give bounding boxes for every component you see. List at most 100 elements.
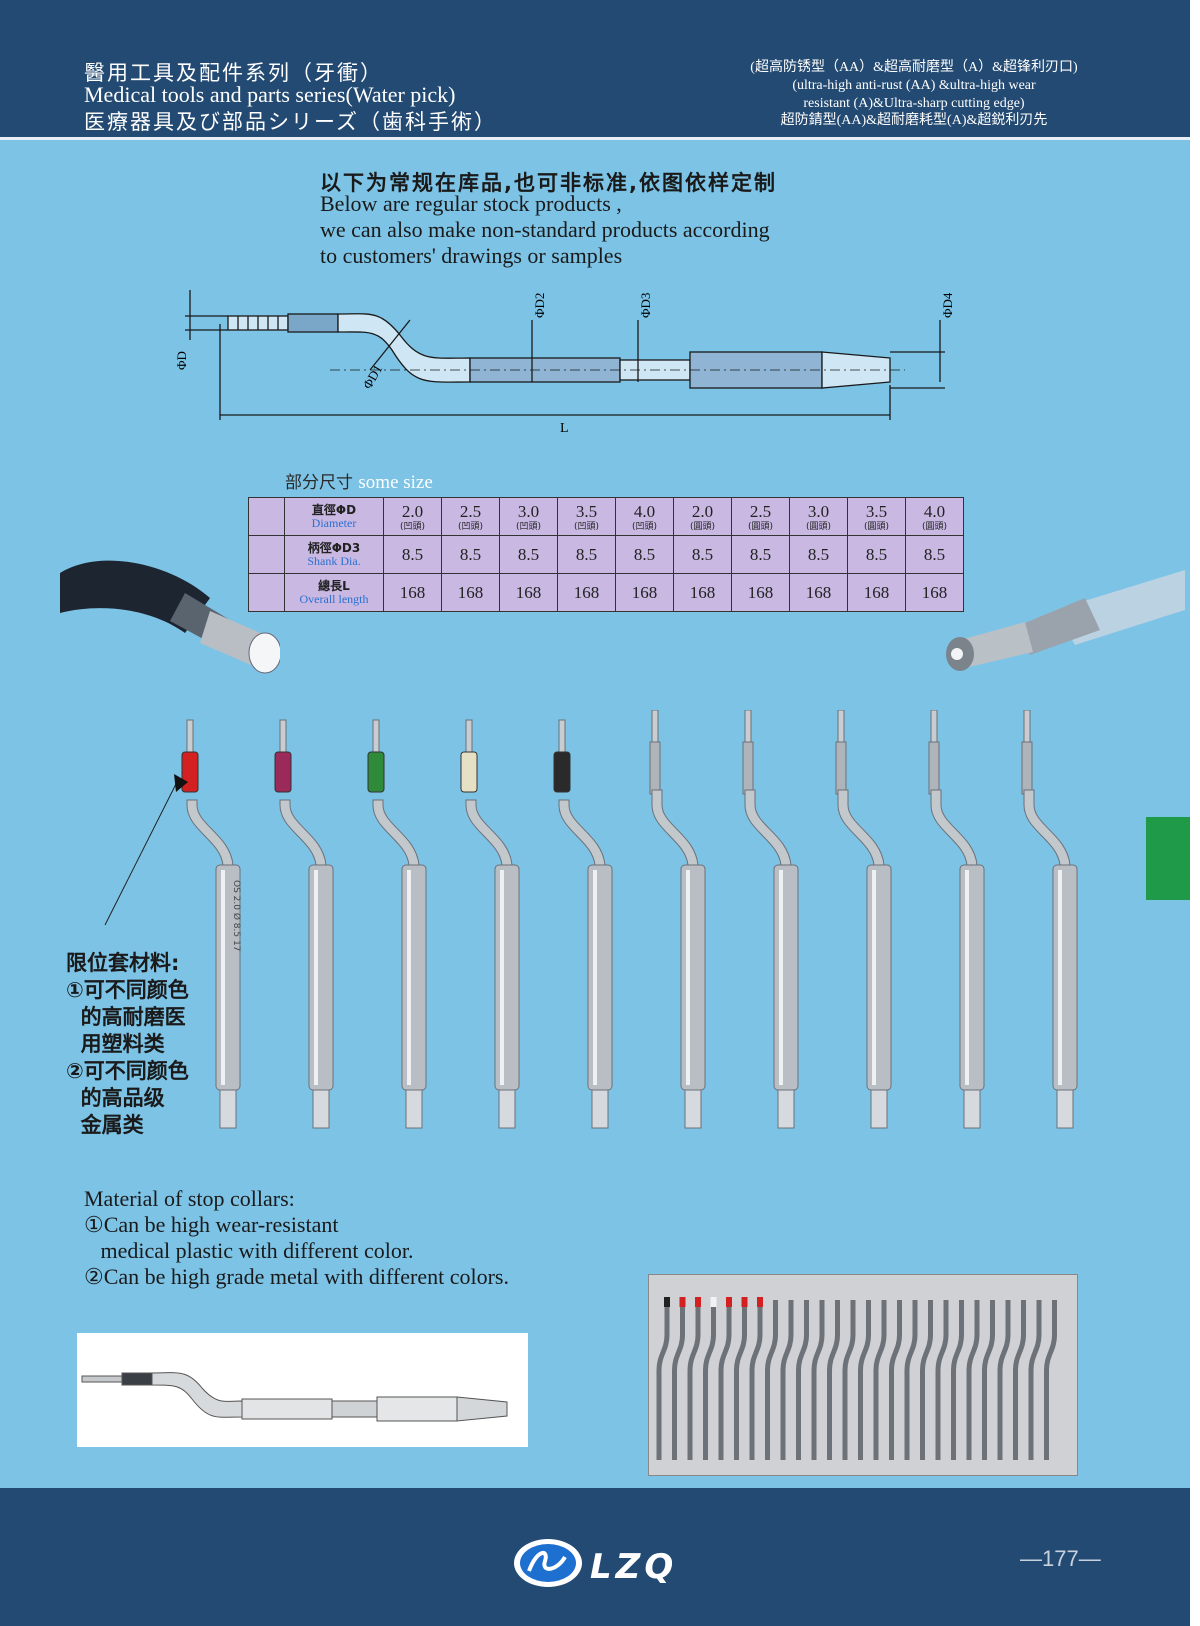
instrument-end [591,1089,609,1129]
instrument-neck [742,741,754,795]
cell-value: 168 [399,582,426,602]
drawing-label-d1: ΦD1 [360,362,386,391]
tip-closeup-concave [60,560,280,674]
instrument-handle [494,864,520,1091]
size-table-cell: 2.0(圓頭) [673,497,732,536]
tray-instrument [811,1300,825,1460]
row-label-zh: 直徑ΦD [311,502,357,517]
grade-line-4: 超防錆型(AA)&超耐磨耗型(A)&超鋭利刃先 [780,113,1048,128]
size-table-cell: 3.5(凹頭) [557,497,616,536]
intro-english-line-2: we can also make non-standard products a… [320,217,770,242]
row-label-zh: 總長L [318,578,350,593]
size-table-cell: 8.5 [789,535,848,574]
instrument-handle [959,864,985,1091]
tray-stop-collar [741,1297,748,1307]
size-table-cell: 8.5 [905,535,964,574]
cell-value: 8.5 [401,544,424,564]
instrument-shank-bend [651,789,699,866]
cell-value: 3.0 [807,501,830,521]
page-margin [1190,0,1200,1626]
instrument-neck [649,741,661,795]
size-table-cell: 8.5 [557,535,616,574]
title-english: Medical tools and parts series(Water pic… [84,82,456,107]
callout-line [104,774,188,926]
cell-tip-type: (圓頭) [689,521,716,532]
tray-instrument [858,1300,871,1460]
cell-value: 168 [805,582,832,602]
product-render-panel [77,1333,528,1447]
grade-line-1: (超高防锈型（AA）&超高耐磨型（A）&超锋利刃口) [750,60,1078,75]
size-table-cell: 8.5 [499,535,558,574]
size-table-cell: 2.5(凹頭) [441,497,500,536]
instrument-shank-bend [744,789,792,866]
cell-value: 2.0 [691,501,714,521]
size-table-cell: 168 [441,573,500,612]
intro-chinese: 以下为常规在库品,也可非标准,依图依样定制 [320,171,777,195]
size-table-cell: 168 [557,573,616,612]
collar-en-line: ①Can be high wear-resistant [84,1212,339,1237]
cell-value: 8.5 [749,544,772,564]
cell-value: 8.5 [633,544,656,564]
cell-value: 2.0 [401,501,424,521]
instrument-shank-bend [372,799,420,866]
header-divider [0,137,1190,140]
cell-value: 168 [573,582,600,602]
cell-value: 168 [515,582,542,602]
instrument-handle [308,864,334,1091]
stop-collar [274,751,292,793]
instrument-lineup: OS 2.0 Ø 8.5 17 [181,710,1078,1129]
instrument-end [777,1089,795,1129]
cell-tip-type: (圓頭) [863,521,890,532]
drawing-label-d4: ΦD4 [940,292,955,318]
instrument-end [498,1089,516,1129]
instrument-end [684,1089,702,1129]
instrument-shank-bend [279,799,327,866]
instrument-handle [587,864,613,1091]
tray-instrument [951,1300,964,1460]
instrument-shank-bend [465,799,513,866]
cell-value: 4.0 [923,501,946,521]
size-table-cell: 4.0(凹頭) [615,497,674,536]
drawing-label-d: ΦD [174,351,189,370]
header-band [0,0,1190,137]
row-label-en: Overall length [299,591,369,606]
grade-line-3: resistant (A)&Ultra-sharp cutting edge) [803,96,1025,111]
intro-english-line-3: to customers' drawings or samples [320,243,623,268]
grade-line-2: (ultra-high anti-rust (AA) &ultra-high w… [792,78,1036,93]
size-table-spacer [248,573,285,612]
stop-collar [367,751,385,793]
tray-stop-collar [695,1297,701,1307]
cell-value: 4.0 [633,501,656,521]
tray-instrument [982,1300,995,1460]
intro-english-line-1: Below are regular stock products , [320,191,622,216]
cell-value: 168 [457,582,484,602]
stop-collar [553,751,571,793]
tray-instruments [656,1297,1057,1460]
size-table-cell: 168 [383,573,442,612]
cell-value: 8.5 [459,544,482,564]
size-table-cell: 3.5(圓頭) [847,497,906,536]
tray-instrument [904,1300,918,1460]
stop-collar [460,751,478,793]
size-table-cell: 8.5 [847,535,906,574]
collar-en-line: medical plastic with different color. [84,1238,414,1263]
cell-tip-type: (凹頭) [631,521,658,532]
tray-instrument [749,1300,763,1460]
tray-instrument [656,1300,670,1460]
size-table-cell: 2.5(圓頭) [731,497,790,536]
size-table-cell: 168 [615,573,674,612]
instrument-shank-bend [558,799,606,866]
handle-highlight [965,870,969,1085]
handle-highlight [407,870,411,1085]
instrument-handle [680,864,706,1091]
cell-value: 168 [747,582,774,602]
size-table-cell: 8.5 [731,535,790,574]
handle-highlight [221,870,225,1085]
tray-instrument [718,1300,732,1460]
tray-instrument [935,1300,949,1460]
size-table-cell: 168 [847,573,906,612]
cell-tip-type: (圓頭) [805,521,832,532]
size-table-cell: 168 [789,573,848,612]
